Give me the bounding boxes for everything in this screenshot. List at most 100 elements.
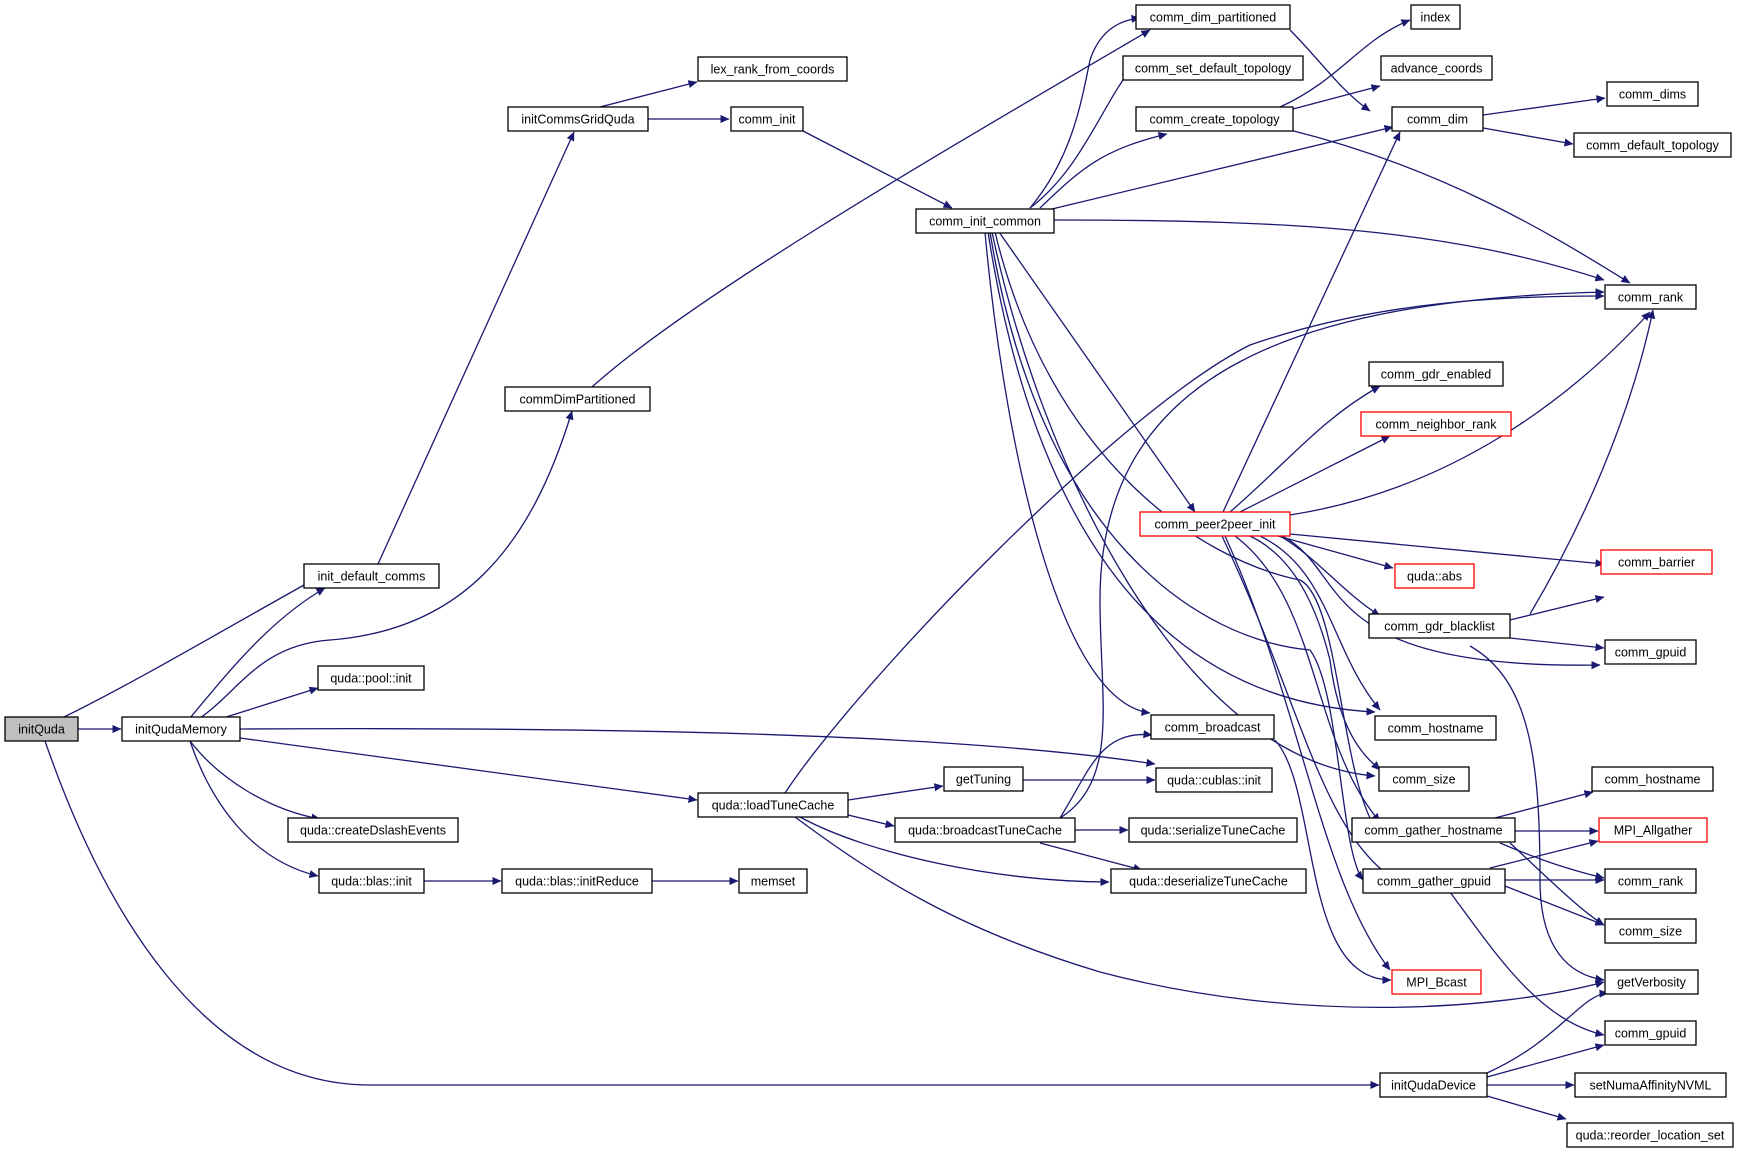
node-mpi-allgather[interactable]: MPI_Allgather xyxy=(1598,817,1708,843)
node-comm-neighbor-rank[interactable]: comm_neighbor_rank xyxy=(1360,411,1512,437)
node-comm-barrier[interactable]: comm_barrier xyxy=(1600,549,1713,575)
node-comm-dim-partitioned[interactable]: comm_dim_partitioned xyxy=(1135,4,1291,30)
node-box[interactable] xyxy=(1351,817,1516,843)
node-comm-hostname-b[interactable]: comm_hostname xyxy=(1591,766,1714,792)
node-blas-init[interactable]: quda::blas::init xyxy=(318,868,425,894)
node-comm-init[interactable]: comm_init xyxy=(730,106,804,132)
node-box[interactable] xyxy=(1604,284,1697,310)
node-box[interactable] xyxy=(1391,969,1482,995)
node-comm-gather-gpuid[interactable]: comm_gather_gpuid xyxy=(1362,868,1506,894)
node-comm-default-topology[interactable]: comm_default_topology xyxy=(1573,132,1732,158)
node-comm-create-topology[interactable]: comm_create_topology xyxy=(1135,106,1294,132)
node-box[interactable] xyxy=(1150,714,1275,740)
node-broadcasttunecache[interactable]: quda::broadcastTuneCache xyxy=(894,817,1076,843)
node-gettuning[interactable]: getTuning xyxy=(943,766,1024,792)
node-box[interactable] xyxy=(1591,766,1714,792)
node-box[interactable] xyxy=(1155,767,1273,793)
node-box[interactable] xyxy=(1606,81,1699,107)
node-box[interactable] xyxy=(1574,1072,1727,1098)
node-getverbosity[interactable]: getVerbosity xyxy=(1604,969,1699,995)
node-box[interactable] xyxy=(1394,563,1475,589)
node-createdslashevents[interactable]: quda::createDslashEvents xyxy=(287,817,459,843)
node-box[interactable] xyxy=(1600,549,1713,575)
node-init-default-comms[interactable]: init_default_comms xyxy=(303,563,440,589)
node-box[interactable] xyxy=(1566,1122,1734,1148)
node-box[interactable] xyxy=(915,208,1055,234)
node-mpi-bcast[interactable]: MPI_Bcast xyxy=(1391,969,1482,995)
node-box[interactable] xyxy=(1604,1020,1697,1046)
node-box[interactable] xyxy=(697,56,848,82)
node-box[interactable] xyxy=(697,792,849,818)
node-comm-size-b[interactable]: comm_size xyxy=(1604,918,1697,944)
node-comm-rank-a[interactable]: comm_rank xyxy=(1604,284,1697,310)
node-comm-init-common[interactable]: comm_init_common xyxy=(915,208,1055,234)
node-box[interactable] xyxy=(1410,4,1461,30)
node-initcommsgridquda[interactable]: initCommsGridQuda xyxy=(507,106,649,132)
node-cublas-init[interactable]: quda::cublas::init xyxy=(1155,767,1273,793)
node-box[interactable] xyxy=(317,665,425,691)
node-comm-rank-b[interactable]: comm_rank xyxy=(1604,868,1697,894)
node-initquda[interactable]: initQuda xyxy=(4,716,79,742)
node-box[interactable] xyxy=(287,817,459,843)
node-box[interactable] xyxy=(4,716,79,742)
node-box[interactable] xyxy=(1378,766,1470,792)
node-box[interactable] xyxy=(1135,106,1294,132)
node-box[interactable] xyxy=(1368,361,1504,387)
node-initqudadevice[interactable]: initQudaDevice xyxy=(1379,1072,1488,1098)
node-memset[interactable]: memset xyxy=(738,868,808,894)
node-box[interactable] xyxy=(1573,132,1732,158)
node-comm-set-default-topology[interactable]: comm_set_default_topology xyxy=(1122,55,1304,81)
node-advance-coords[interactable]: advance_coords xyxy=(1380,55,1493,81)
node-box[interactable] xyxy=(894,817,1076,843)
node-box[interactable] xyxy=(1374,715,1497,741)
node-reorder-location-set[interactable]: quda::reorder_location_set xyxy=(1566,1122,1734,1148)
node-box[interactable] xyxy=(1380,55,1493,81)
node-comm-gpuid-a[interactable]: comm_gpuid xyxy=(1604,639,1697,665)
node-box[interactable] xyxy=(504,386,651,412)
node-comm-size-a[interactable]: comm_size xyxy=(1378,766,1470,792)
node-blas-initreduce[interactable]: quda::blas::initReduce xyxy=(501,868,653,894)
node-box[interactable] xyxy=(1604,969,1699,995)
node-comm-peer2peer-init[interactable]: comm_peer2peer_init xyxy=(1139,511,1291,537)
node-box[interactable] xyxy=(1604,868,1697,894)
node-box[interactable] xyxy=(501,868,653,894)
node-index[interactable]: index xyxy=(1410,4,1461,30)
node-pool-init[interactable]: quda::pool::init xyxy=(317,665,425,691)
node-deserializetunecache[interactable]: quda::deserializeTuneCache xyxy=(1110,868,1307,894)
node-comm-dim[interactable]: comm_dim xyxy=(1391,106,1484,132)
node-box[interactable] xyxy=(1598,817,1708,843)
node-loadtunecache[interactable]: quda::loadTuneCache xyxy=(697,792,849,818)
node-box[interactable] xyxy=(1362,868,1506,894)
node-box[interactable] xyxy=(1122,55,1304,81)
node-box[interactable] xyxy=(303,563,440,589)
node-box[interactable] xyxy=(738,868,808,894)
node-comm-broadcast[interactable]: comm_broadcast xyxy=(1150,714,1275,740)
node-box[interactable] xyxy=(121,716,241,742)
node-box[interactable] xyxy=(507,106,649,132)
node-initqudamemory[interactable]: initQudaMemory xyxy=(121,716,241,742)
node-serializetunecache[interactable]: quda::serializeTuneCache xyxy=(1128,817,1298,843)
node-comm-gdr-blacklist[interactable]: comm_gdr_blacklist xyxy=(1368,613,1511,639)
node-box[interactable] xyxy=(1368,613,1511,639)
node-comm-dims[interactable]: comm_dims xyxy=(1606,81,1699,107)
node-commdimpartitioned[interactable]: commDimPartitioned xyxy=(504,386,651,412)
node-setnumaaffinitynvml[interactable]: setNumaAffinityNVML xyxy=(1574,1072,1727,1098)
node-box[interactable] xyxy=(1604,639,1697,665)
node-quda-abs[interactable]: quda::abs xyxy=(1394,563,1475,589)
node-lex-rank-from-coords[interactable]: lex_rank_from_coords xyxy=(697,56,848,82)
node-box[interactable] xyxy=(1604,918,1697,944)
node-box[interactable] xyxy=(1139,511,1291,537)
node-box[interactable] xyxy=(1360,411,1512,437)
node-comm-gpuid-b[interactable]: comm_gpuid xyxy=(1604,1020,1697,1046)
node-comm-gather-hostname[interactable]: comm_gather_hostname xyxy=(1351,817,1516,843)
node-box[interactable] xyxy=(1379,1072,1488,1098)
node-box[interactable] xyxy=(1391,106,1484,132)
node-comm-gdr-enabled[interactable]: comm_gdr_enabled xyxy=(1368,361,1504,387)
node-box[interactable] xyxy=(1110,868,1307,894)
node-box[interactable] xyxy=(318,868,425,894)
node-box[interactable] xyxy=(1128,817,1298,843)
node-box[interactable] xyxy=(1135,4,1291,30)
node-comm-hostname-a[interactable]: comm_hostname xyxy=(1374,715,1497,741)
node-box[interactable] xyxy=(943,766,1024,792)
node-box[interactable] xyxy=(730,106,804,132)
